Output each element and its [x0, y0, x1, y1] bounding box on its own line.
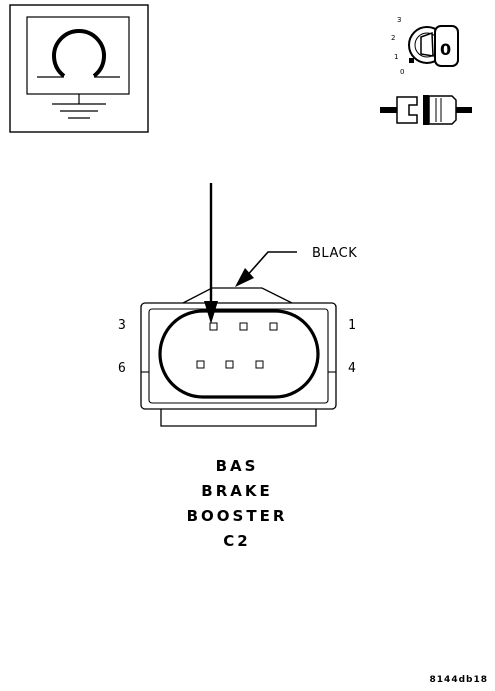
disconnected-connector-icon	[380, 95, 472, 125]
ignition-position-3: 3	[397, 16, 401, 24]
ignition-key-glyph: 0	[440, 40, 451, 59]
connector-title-line-2: BRAKE	[201, 482, 272, 500]
figure-id: 8144db18	[430, 675, 488, 685]
pin-cavity-6	[196, 360, 205, 369]
color-leader-arrow	[235, 251, 297, 287]
pin-cavity-2	[239, 322, 248, 331]
pin-label-top-right: 1	[348, 318, 356, 333]
ignition-position-0: 0	[400, 68, 404, 76]
pin-cavity-3	[209, 322, 218, 331]
pin-cavity-1	[269, 322, 278, 331]
pin-label-bottom-right: 4	[348, 361, 356, 376]
connector-face-view-icon	[9, 4, 149, 133]
pin-label-bottom-left: 6	[118, 361, 126, 376]
pin-label-top-left: 3	[118, 318, 126, 333]
connector-color-label: BLACK	[312, 246, 357, 261]
connector-title-line-1: BAS	[216, 457, 259, 475]
ignition-position-1: 1	[394, 53, 398, 61]
connector-body	[140, 287, 337, 427]
connector-title: BAS BRAKE BOOSTER C2	[187, 457, 288, 550]
ignition-key-icon: 3 2 1 0 0	[391, 16, 459, 76]
pin-cavity-4	[255, 360, 264, 369]
pin-cavities	[196, 322, 278, 369]
pin-cavity-5	[225, 360, 234, 369]
ignition-position-2: 2	[391, 34, 395, 42]
connector-title-line-4: C2	[223, 532, 250, 550]
connector-title-line-3: BOOSTER	[187, 507, 288, 525]
